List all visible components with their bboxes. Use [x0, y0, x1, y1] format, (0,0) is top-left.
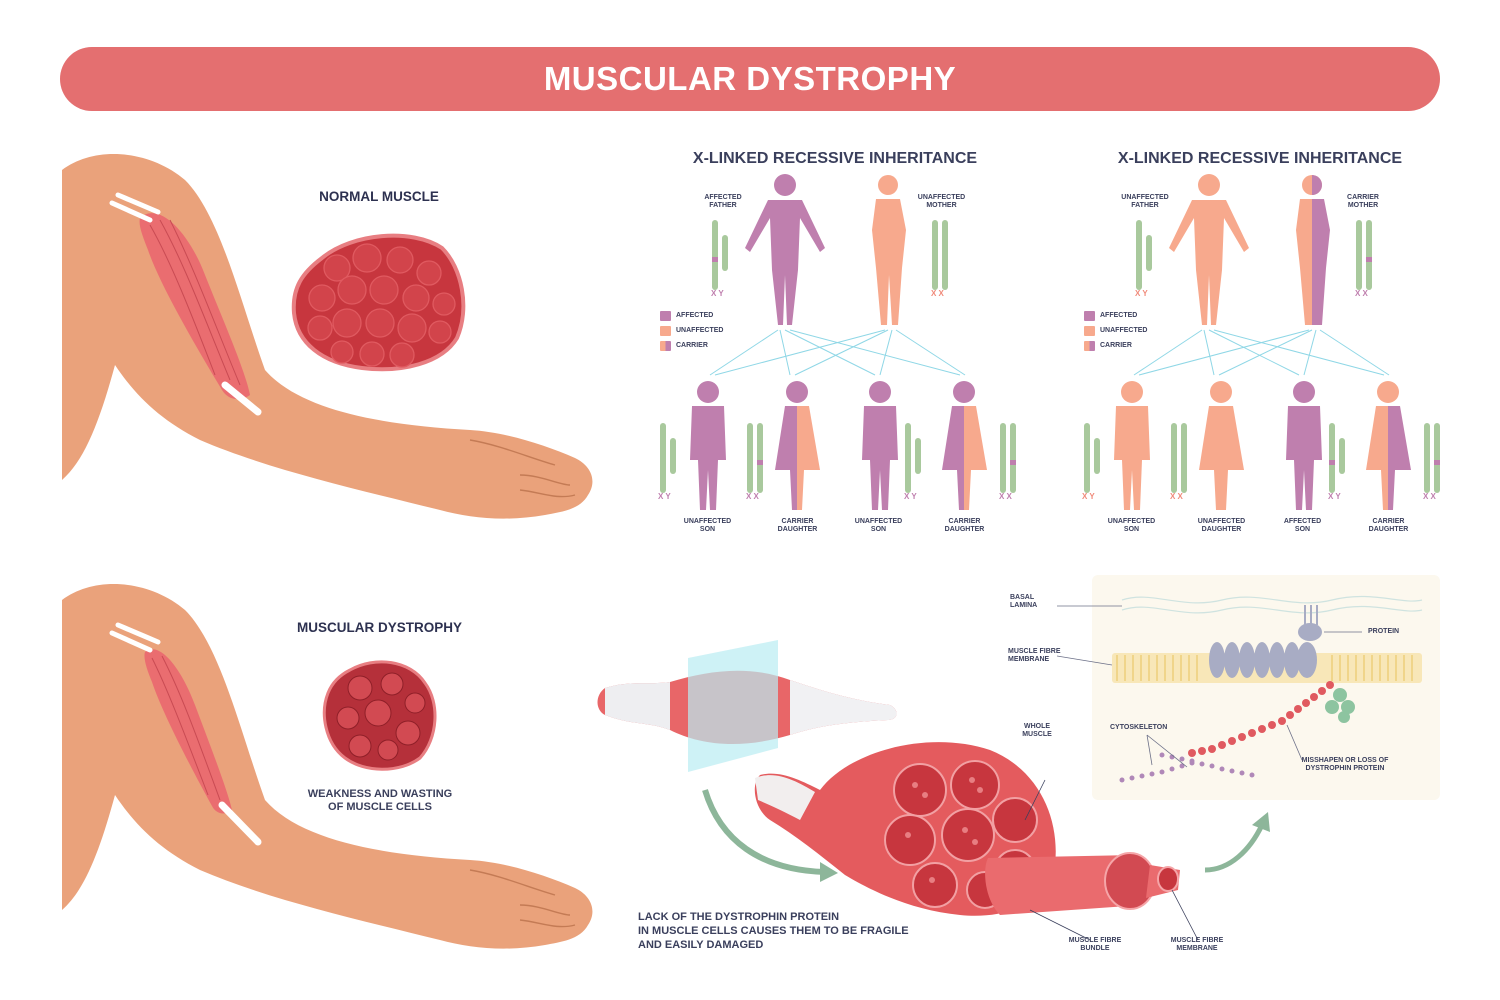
- child-label: AFFECTED SON: [1283, 518, 1322, 533]
- dystrophy-heading: MUSCULAR DYSTROPHY: [296, 620, 462, 635]
- chrom-label-child: X X: [1423, 492, 1436, 501]
- chrom-label-child: X X: [999, 492, 1012, 501]
- legend-swatch: [660, 310, 671, 321]
- page-title: MUSCULAR DYSTROPHY: [543, 60, 957, 97]
- pedigree-diagram-2: [1114, 174, 1411, 510]
- legend-1: AFFECTED UNAFFECTED CARRIER: [660, 308, 723, 353]
- cytoskeleton-label: CYTOSKELETON: [1110, 724, 1168, 731]
- legend-swatch: [660, 325, 671, 336]
- chrom-label-child: X Y: [904, 492, 917, 501]
- membrane-label: MUSCLE FIBRE MEMBRANE: [1008, 648, 1061, 663]
- normal-muscle-cross-section: [291, 233, 466, 372]
- dystrophy-arm-illustration: [62, 583, 593, 949]
- child-label: CARRIER DAUGHTER: [944, 518, 985, 533]
- parent-label-father-1: AFFECTED FATHER: [704, 194, 742, 209]
- chrom-label-child: X X: [1170, 492, 1183, 501]
- child-figures-2: [1114, 381, 1411, 510]
- chrom-label-mother-1: X X: [931, 289, 944, 298]
- whole-muscle-label: WHOLE MUSCLE: [1022, 723, 1052, 738]
- parent-label-mother-2: CARRIER MOTHER: [1347, 194, 1379, 209]
- legend-item: UNAFFECTED: [660, 323, 723, 338]
- legend-swatch: [660, 340, 671, 351]
- chrom-label-child: X Y: [658, 492, 671, 501]
- protein-label: PROTEIN: [1368, 628, 1400, 635]
- muscle-anatomy-illustration: [597, 640, 1270, 941]
- chromosomes-1: [660, 220, 1016, 493]
- chromosomes-2: [1084, 220, 1440, 493]
- legend-swatch: [1084, 340, 1095, 351]
- title-banner: MUSCULAR DYSTROPHY: [60, 47, 1440, 111]
- parent-label-mother-1: UNAFFECTED MOTHER: [917, 194, 966, 209]
- child-label: CARRIER DAUGHTER: [1368, 518, 1409, 533]
- dystrophin-note: LACK OF THE DYSTROPHIN PROTEIN IN MUSCLE…: [638, 911, 909, 951]
- misshapen-dystrophin-label: MISSHAPEN OR LOSS OF DYSTROPHIN PROTEIN: [1301, 757, 1389, 772]
- child-figures-1: [690, 381, 987, 510]
- legend-2: AFFECTED UNAFFECTED CARRIER: [1084, 308, 1147, 353]
- normal-muscle-heading: NORMAL MUSCLE: [319, 189, 439, 204]
- legend-item: CARRIER: [1084, 338, 1147, 353]
- legend-item: CARRIER: [660, 338, 723, 353]
- chrom-label-father-1: X Y: [711, 289, 724, 298]
- normal-arm-illustration: [62, 153, 593, 519]
- child-label: UNAFFECTED SON: [683, 518, 732, 533]
- legend-swatch: [1084, 325, 1095, 336]
- legend-item: UNAFFECTED: [1084, 323, 1147, 338]
- chrom-label-child: X X: [746, 492, 759, 501]
- chrom-label-child: X Y: [1082, 492, 1095, 501]
- child-label: UNAFFECTED DAUGHTER: [1197, 518, 1246, 533]
- chrom-label-child: X Y: [1328, 492, 1341, 501]
- child-label: CARRIER DAUGHTER: [777, 518, 818, 533]
- pedigree-diagram-1: [690, 174, 987, 510]
- legend-item: AFFECTED: [660, 308, 723, 323]
- membrane-diagram: [1056, 595, 1423, 783]
- parent-label-father-2: UNAFFECTED FATHER: [1121, 194, 1169, 209]
- legend-item: AFFECTED: [1084, 308, 1147, 323]
- dystrophy-caption: WEAKNESS AND WASTING OF MUSCLE CELLS: [307, 788, 453, 813]
- fibre-membrane-label: MUSCLE FIBRE MEMBRANE: [1170, 937, 1224, 952]
- legend-swatch: [1084, 310, 1095, 321]
- chrom-label-mother-2: X X: [1355, 289, 1368, 298]
- basal-lamina-label: BASAL LAMINA: [1010, 594, 1038, 609]
- dystrophy-muscle-cross-section: [322, 660, 437, 771]
- child-label: UNAFFECTED SON: [1107, 518, 1156, 533]
- inheritance-title-2: X-LINKED RECESSIVE INHERITANCE: [1117, 150, 1403, 167]
- inheritance-title-1: X-LINKED RECESSIVE INHERITANCE: [692, 150, 978, 167]
- fibre-bundle-label: MUSCLE FIBRE BUNDLE: [1068, 937, 1122, 952]
- chrom-label-father-2: X Y: [1135, 289, 1148, 298]
- membrane-panel: [1092, 575, 1440, 800]
- child-label: UNAFFECTED SON: [854, 518, 903, 533]
